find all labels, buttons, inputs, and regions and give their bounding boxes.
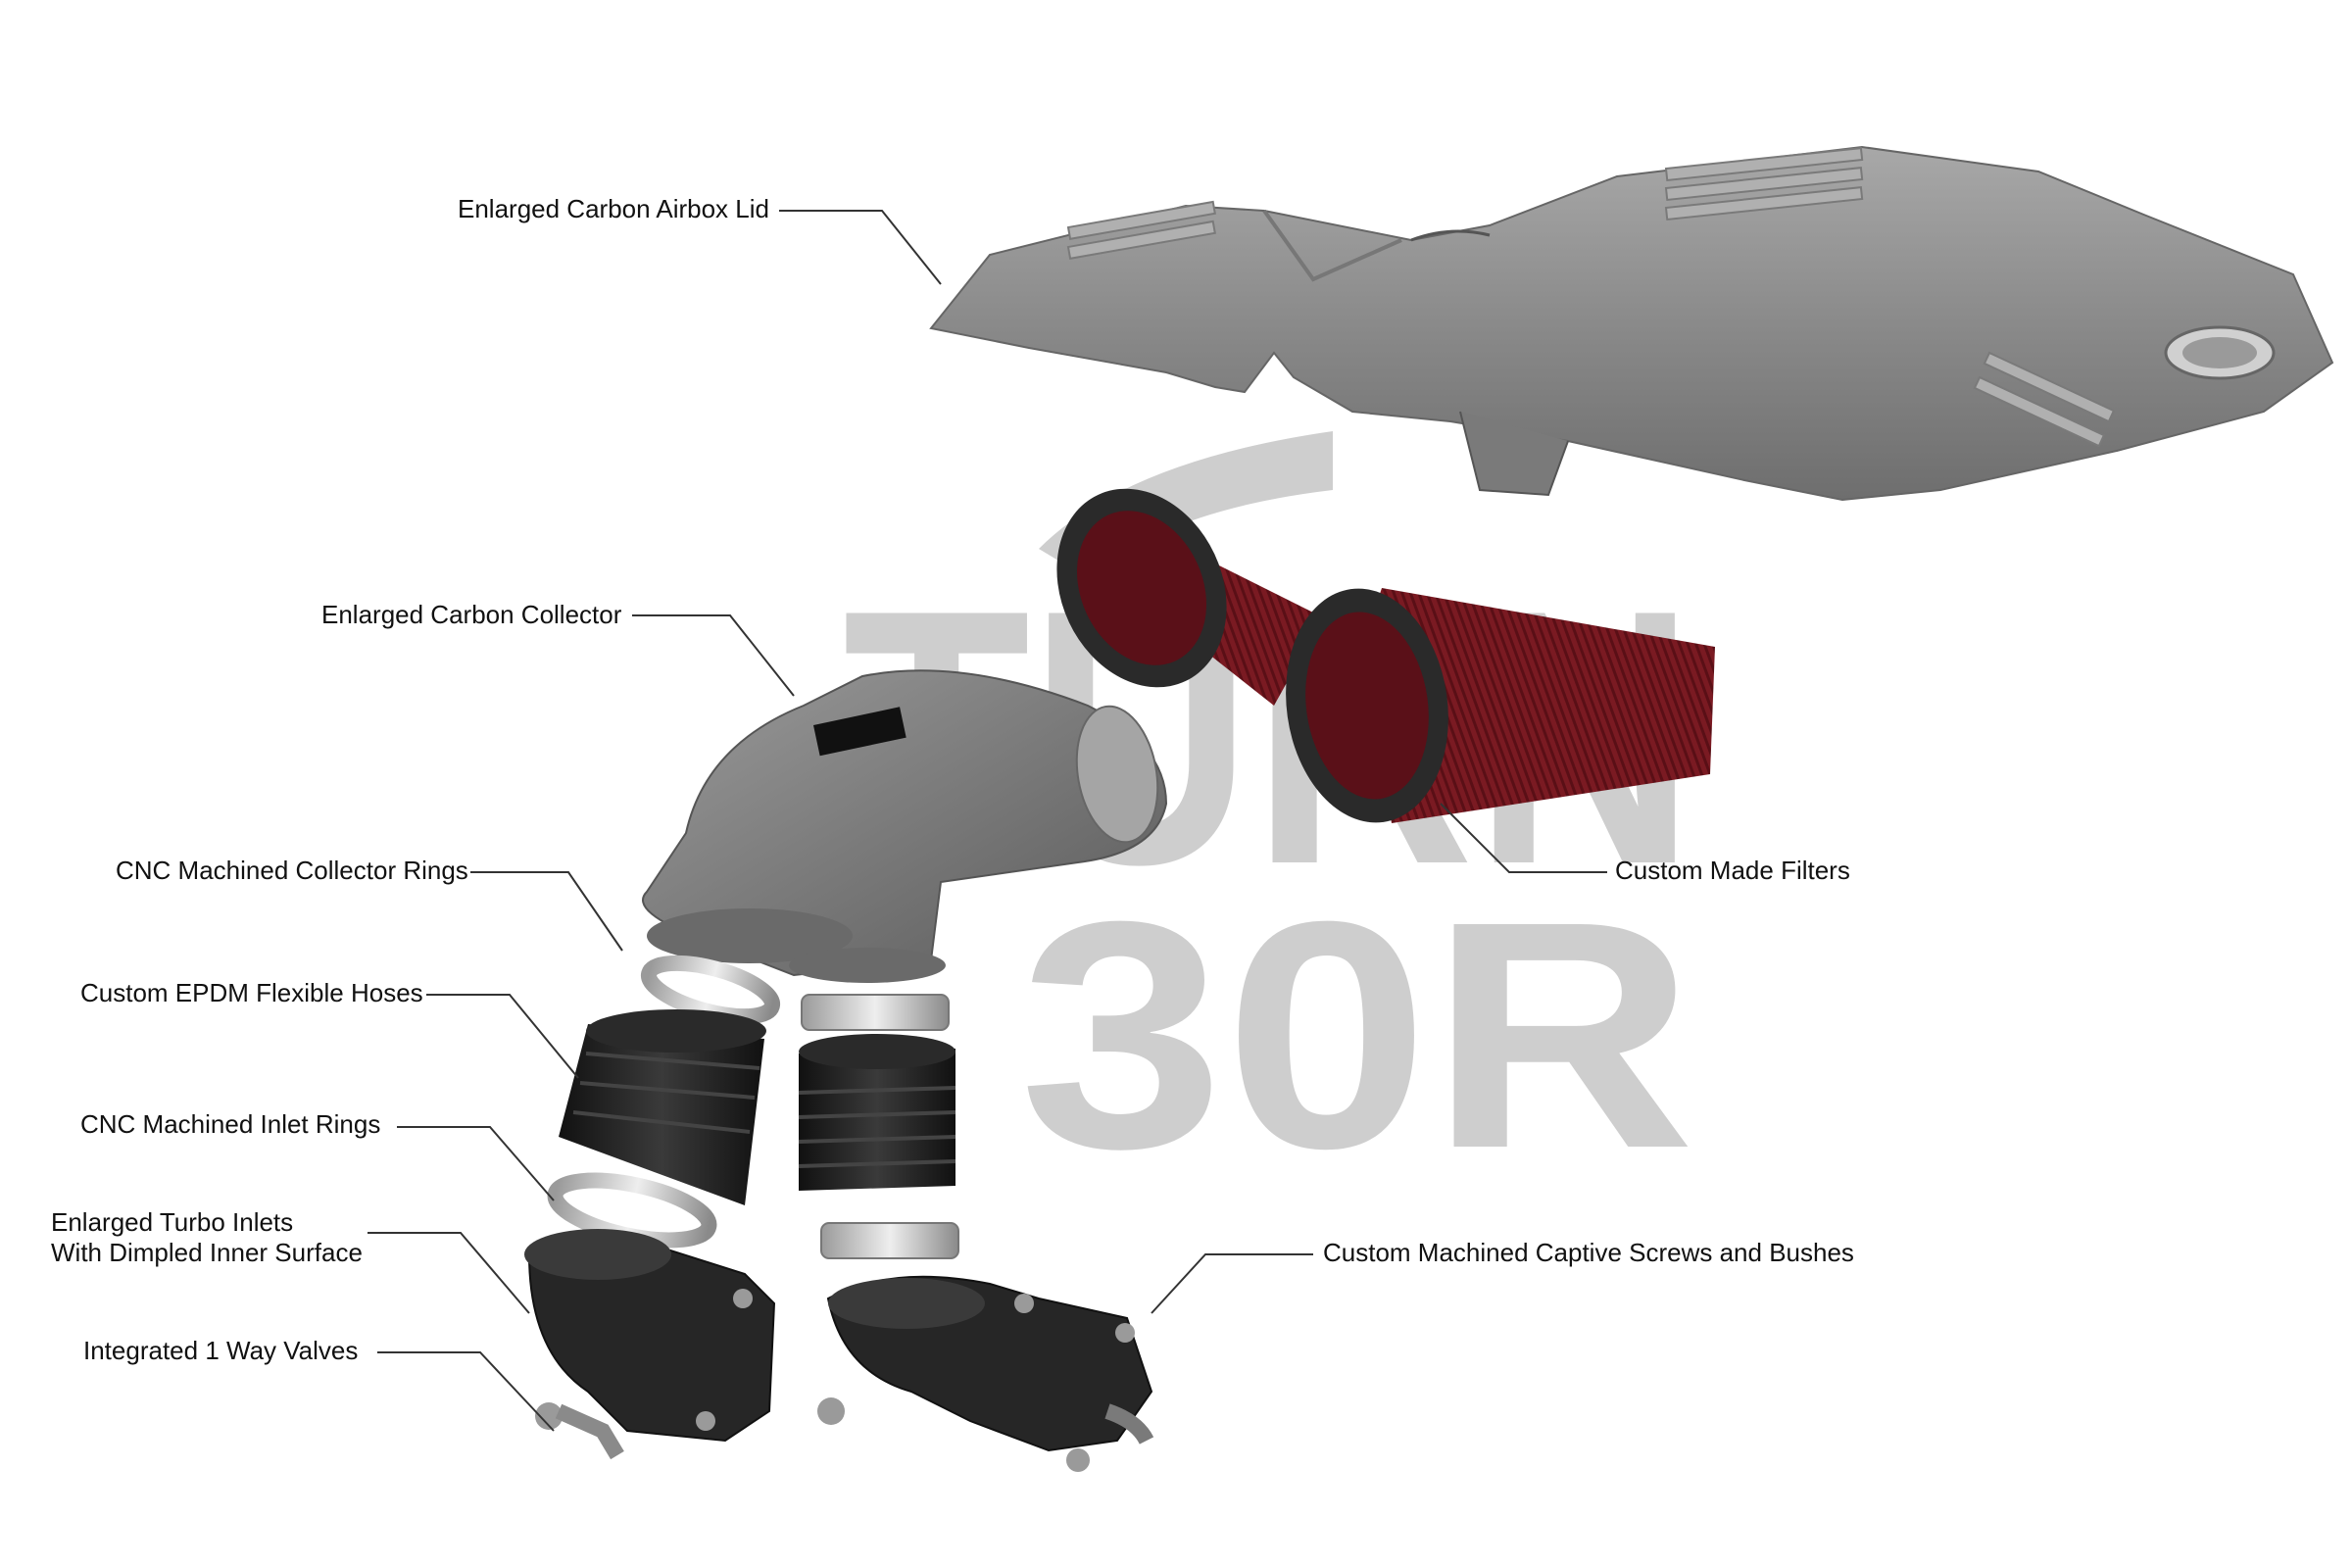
air-filter-left — [1056, 488, 1323, 706]
leader-hoses — [426, 994, 579, 1079]
leader-inlet-rings — [397, 1126, 555, 1201]
turbo-inlet-left — [524, 1229, 776, 1460]
turbo-inlet-right — [817, 1275, 1154, 1472]
leader-collector — [632, 614, 795, 697]
label-captive-screws: Custom Machined Captive Screws and Bushe… — [1323, 1238, 1854, 1267]
label-collector: Enlarged Carbon Collector — [321, 600, 622, 629]
leader-captive-screws — [1151, 1253, 1313, 1314]
leader-airbox-lid — [779, 210, 942, 285]
leader-valves — [377, 1351, 555, 1432]
inlet-ring-right — [820, 1222, 959, 1259]
label-valves: Integrated 1 Way Valves — [83, 1336, 359, 1365]
label-turbo-inlets-line1: Enlarged Turbo Inlets — [51, 1207, 294, 1237]
label-airbox-lid: Enlarged Carbon Airbox Lid — [458, 194, 769, 223]
leader-collector-rings — [470, 871, 623, 952]
leader-filters — [1440, 803, 1607, 873]
epdm-hose-left — [559, 1009, 766, 1205]
label-turbo-inlets-line2: With Dimpled Inner Surface — [51, 1238, 363, 1267]
leader-lines — [368, 210, 1607, 1432]
carbon-airbox-lid — [929, 145, 2334, 502]
label-filters: Custom Made Filters — [1615, 856, 1850, 885]
watermark-line2: 30R — [1019, 854, 1695, 1215]
label-turbo-inlets: Enlarged Turbo Inlets With Dimpled Inner… — [51, 1207, 404, 1268]
collector-ring-right — [801, 994, 950, 1031]
label-inlet-rings: CNC Machined Inlet Rings — [80, 1109, 381, 1139]
air-filter-right — [1286, 588, 1715, 823]
carbon-collector — [642, 669, 1168, 983]
leader-turbo-inlets — [368, 1232, 530, 1314]
label-flexible-hoses: Custom EPDM Flexible Hoses — [80, 978, 423, 1007]
epdm-hose-right — [798, 1034, 956, 1191]
label-collector-rings: CNC Machined Collector Rings — [116, 856, 468, 885]
